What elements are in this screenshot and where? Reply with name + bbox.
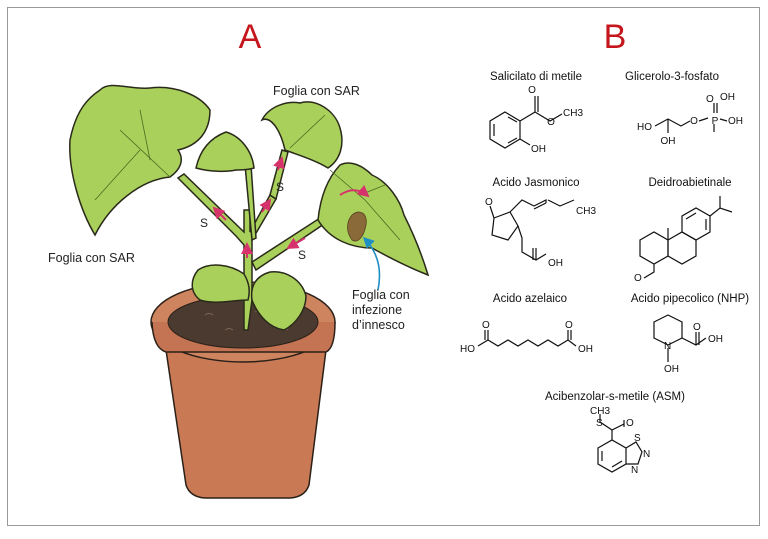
- chem-label: OH: [664, 364, 679, 375]
- chem-label: O: [706, 94, 714, 105]
- label-sar-left: Foglia con SAR: [48, 251, 135, 265]
- compound-jasmonic-acid: Acido Jasmonico O CH3 OH: [485, 177, 596, 269]
- chem-label: S: [634, 433, 641, 444]
- chem-label: O: [482, 320, 490, 331]
- signal-label: S: [298, 248, 306, 262]
- signal-label: S: [276, 180, 284, 194]
- compound-name: Acido azelaico: [493, 293, 567, 305]
- plant-leaves: [69, 84, 430, 331]
- panel-b-letter: B: [604, 18, 627, 56]
- leaf-lower-right: [250, 271, 307, 331]
- chem-label: OH: [661, 136, 676, 147]
- compound-name: Deidroabietinale: [648, 177, 731, 189]
- chem-label: S: [596, 418, 603, 429]
- compound-name: Acido Jasmonico: [493, 177, 580, 189]
- infection-label-line2: infezione: [352, 303, 402, 317]
- chem-label: CH3: [576, 206, 596, 217]
- chem-label: O: [634, 273, 642, 284]
- compound-name: Acido pipecolico (NHP): [631, 293, 749, 305]
- chem-label: O: [485, 197, 493, 208]
- chem-label: CH3: [563, 108, 583, 119]
- signal-arrows: [212, 156, 370, 258]
- chem-label: OH: [531, 144, 546, 155]
- compound-name: Salicilato di metile: [490, 71, 582, 83]
- chem-label: N: [631, 465, 638, 476]
- chem-label: OH: [548, 258, 563, 269]
- compound-pipecolic-acid: Acido pipecolico (NHP) N OH OH O: [631, 293, 749, 375]
- chem-label: O: [690, 116, 698, 127]
- infection-spot: [347, 211, 367, 242]
- compound-glycerol-3-phosphate: Glicerolo-3-fosfato HO OH O P O OH OH: [625, 71, 743, 147]
- chem-label: P: [712, 116, 719, 127]
- chem-label: O: [626, 418, 634, 429]
- compound-methyl-salicylate: Salicilato di metile O O CH3 OH: [489, 71, 583, 155]
- chem-label: CH3: [590, 406, 610, 417]
- svg-text:O: O: [528, 85, 536, 96]
- chem-label: HO: [637, 122, 652, 133]
- svg-text:O: O: [547, 117, 555, 128]
- compound-dehydroabietinal: Deidroabietinale O: [634, 177, 733, 284]
- chem-label: OH: [708, 334, 723, 345]
- chem-label: O: [693, 322, 701, 333]
- chem-label: HO: [460, 344, 475, 355]
- compound-acibenzolar-s-methyl: Acibenzolar-s-metile (ASM) CH3 S O S N N: [545, 391, 685, 476]
- compound-azelaic-acid: Acido azelaico HO OH O O: [460, 293, 593, 355]
- chem-label: OH: [720, 92, 735, 103]
- panel-a: A: [48, 18, 430, 499]
- compound-name: Acibenzolar-s-metile (ASM): [545, 391, 685, 403]
- leaf-lower-left: [191, 264, 250, 303]
- infection-label-line3: d’innesco: [352, 318, 405, 332]
- chem-label: O: [565, 320, 573, 331]
- chem-label: OH: [728, 116, 743, 127]
- label-sar-top: Foglia con SAR: [273, 84, 360, 98]
- leaf-top-small: [195, 131, 255, 173]
- panel-b: B Salicilato di metile O O CH3 OH Glicer…: [460, 18, 749, 476]
- signal-label: S: [200, 216, 208, 230]
- chem-label: OH: [578, 344, 593, 355]
- infection-pointer-arrow: [362, 236, 381, 291]
- chem-label: N: [643, 449, 650, 460]
- compound-name: Glicerolo-3-fosfato: [625, 71, 719, 83]
- infection-label-line1: Foglia con: [352, 288, 410, 302]
- panel-a-letter: A: [239, 18, 262, 56]
- chem-label: N: [664, 341, 671, 352]
- leaf-sar-left: [69, 84, 211, 237]
